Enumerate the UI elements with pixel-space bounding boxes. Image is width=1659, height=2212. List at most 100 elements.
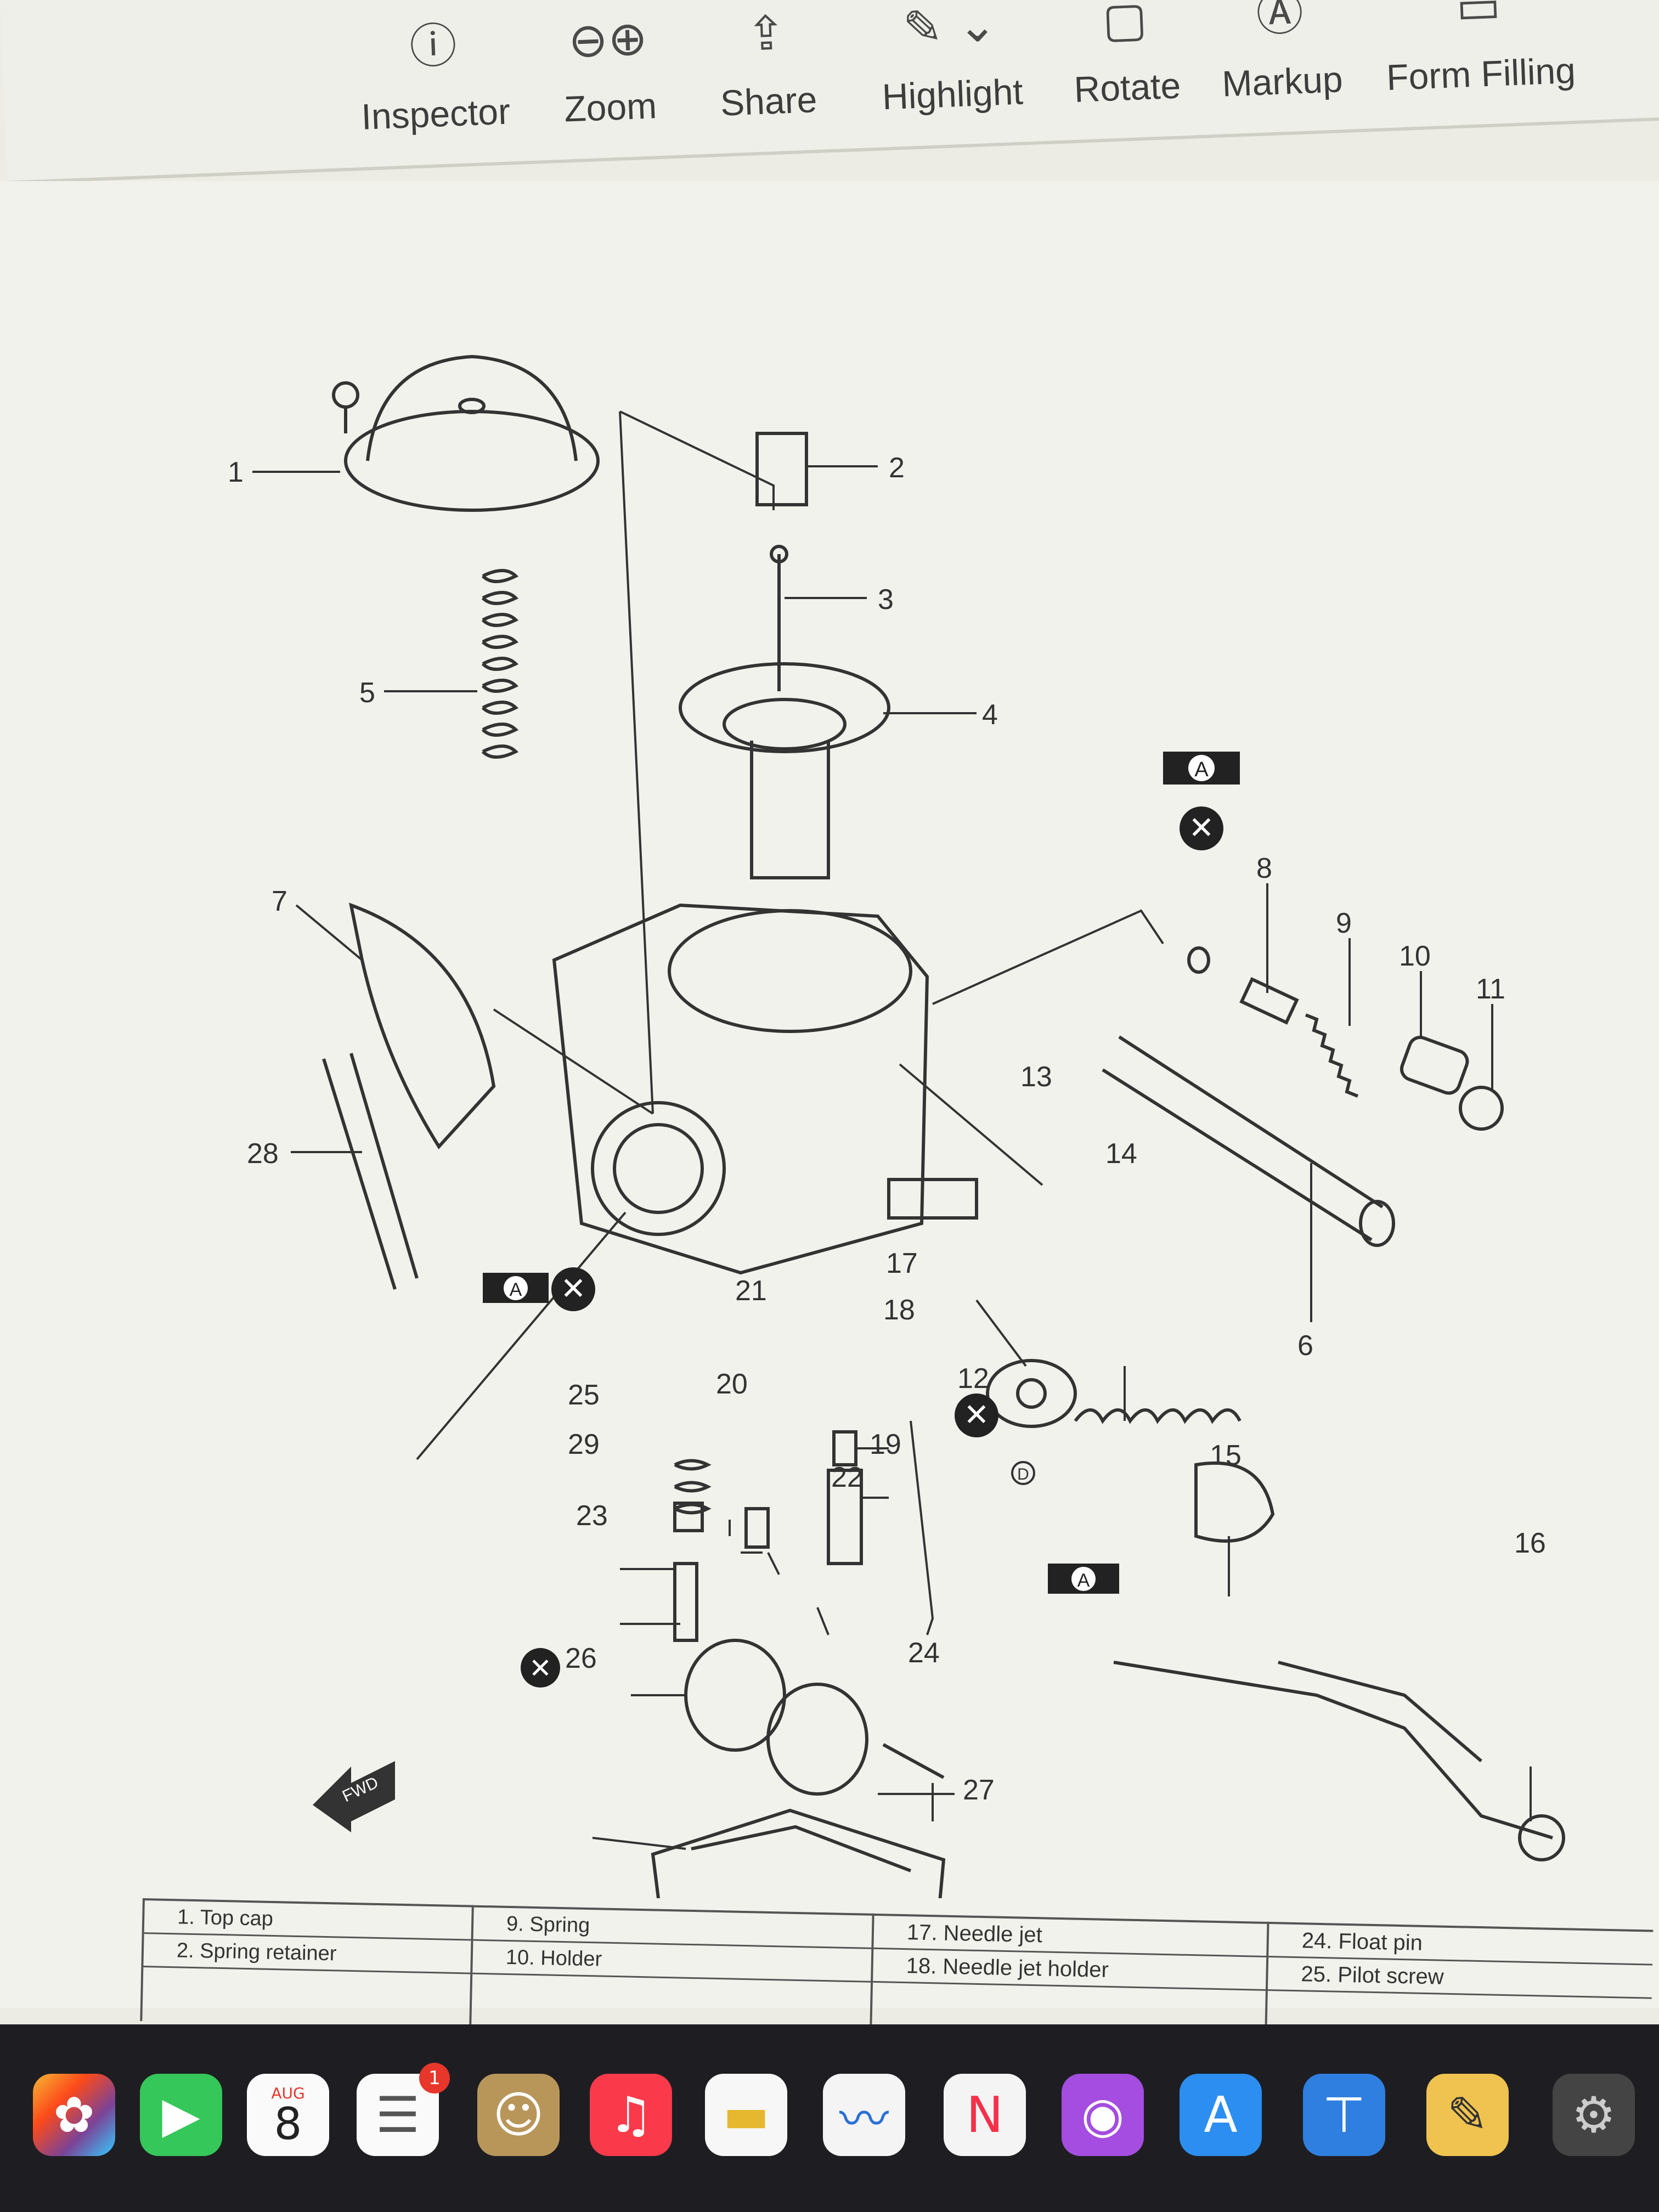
notification-badge: 1 <box>419 2063 450 2094</box>
reminders-app[interactable]: ☰ 1 <box>357 2063 450 2156</box>
rotate-icon: ▢ <box>1101 0 1148 48</box>
pen-icon: ✎ <box>1447 2086 1488 2144</box>
facetime-app[interactable]: ▶ <box>140 2074 222 2156</box>
preview-toolbar: ⓘ Inspector ⊖⊕ Zoom ⇪ Share ✎ ⌄ Highligh… <box>0 0 1659 184</box>
callout-14: 14 <box>1105 1138 1137 1170</box>
contacts-app[interactable]: ☺ <box>477 2074 560 2156</box>
pages-app[interactable]: ✎ <box>1426 2074 1509 2156</box>
svg-text:✕: ✕ <box>1189 810 1215 846</box>
highlight-button[interactable]: ✎ ⌄ Highlight <box>878 0 1024 117</box>
float <box>684 1639 945 1796</box>
callout-4: 4 <box>982 699 998 731</box>
svg-text:✕: ✕ <box>529 1652 552 1684</box>
freeform-app[interactable]: 〰 <box>823 2074 905 2156</box>
video-camera-icon: ▶ <box>162 2086 200 2144</box>
notes-icon: ▬ <box>723 2086 770 2144</box>
music-note-icon: ♫ <box>608 2086 653 2144</box>
hose <box>1102 1035 1395 1247</box>
callout-23: 23 <box>576 1500 608 1532</box>
callout-5: 5 <box>359 677 375 709</box>
share-button[interactable]: ⇪ Share <box>716 2 818 124</box>
callout-9: 9 <box>1336 907 1352 939</box>
photos-icon: ✿ <box>53 2086 95 2144</box>
calendar-month: AUG <box>271 2084 305 2102</box>
svg-text:✕: ✕ <box>964 1397 990 1433</box>
legend-column-2: 9. Spring 10. Holder <box>469 1905 874 2036</box>
replace-markers: ✕ ✕ ✕ ✕ <box>521 806 1223 1688</box>
throttle-lever <box>1113 1661 1565 1861</box>
pencil-icon: ✎ ⌄ <box>901 0 998 56</box>
badge-a-2: A <box>510 1279 522 1300</box>
gear-icon: ⚙ <box>1571 2086 1616 2144</box>
highlight-label: Highlight <box>881 71 1024 117</box>
rotate-button[interactable]: ▢ Rotate <box>1070 0 1182 110</box>
rotate-label: Rotate <box>1073 65 1182 110</box>
podcasts-app[interactable]: ◉ <box>1062 2074 1144 2156</box>
badge-a-3: A <box>1077 1570 1090 1591</box>
side-cover-and-tube <box>322 902 496 1290</box>
zoom-label: Zoom <box>563 85 658 129</box>
callout-10: 10 <box>1399 940 1431 972</box>
keynote-app[interactable]: ⊤ <box>1303 2074 1385 2156</box>
news-icon: N <box>966 2086 1003 2144</box>
markup-button[interactable]: Ⓐ Markup <box>1218 0 1344 105</box>
spring-5 <box>481 569 519 759</box>
keynote-icon: ⊤ <box>1322 2086 1366 2144</box>
markup-icon: Ⓐ <box>1255 0 1305 43</box>
top-cap <box>332 354 600 512</box>
assembly-guide-lines <box>416 410 1164 1635</box>
calendar-day: 8 <box>274 2098 302 2149</box>
callout-1: 1 <box>228 456 244 488</box>
accelerator-pump <box>986 1359 1275 1543</box>
podcast-icon: ◉ <box>1081 2086 1125 2144</box>
callout-15: 15 <box>1210 1440 1242 1471</box>
calendar-app[interactable]: AUG 8 <box>247 2074 329 2156</box>
float-bowl <box>651 1808 946 1898</box>
share-icon: ⇪ <box>745 5 787 62</box>
callout-27: 27 <box>963 1774 995 1806</box>
inspector-button[interactable]: ⓘ Inspector <box>358 14 511 138</box>
callout-11: 11 <box>1476 973 1505 1005</box>
callout-21: 21 <box>735 1275 767 1307</box>
callout-2: 2 <box>889 452 905 484</box>
settings-app[interactable]: ⚙ <box>1553 2074 1635 2156</box>
photos-app[interactable]: ✿ <box>33 2074 115 2156</box>
info-icon: ⓘ <box>408 18 458 75</box>
carburetor-body <box>552 903 978 1275</box>
zoom-button[interactable]: ⊖⊕ Zoom <box>561 8 658 129</box>
legend-column-1: 1. Top cap 2. Spring retainer <box>140 1898 474 2028</box>
callout-25: 25 <box>568 1379 600 1411</box>
callout-13: 13 <box>1020 1061 1052 1093</box>
news-app[interactable]: N <box>944 2074 1026 2156</box>
callout-17: 17 <box>886 1248 918 1279</box>
form-filling-label: Form Filling <box>1385 49 1577 98</box>
carburetor-exploded-diagram: 1 2 3 4 5 6 7 8 9 10 11 12 13 14 15 16 1… <box>228 354 1565 1898</box>
callout-24: 24 <box>908 1637 940 1669</box>
callout-leaders <box>252 465 1532 1850</box>
form-filling-button[interactable]: ▭ Form Filling <box>1383 0 1576 98</box>
jets <box>673 1430 863 1642</box>
callout-20: 20 <box>716 1368 748 1400</box>
callout-28: 28 <box>247 1138 279 1170</box>
callout-8: 8 <box>1256 853 1272 884</box>
music-app[interactable]: ♫ <box>590 2074 672 2156</box>
list-icon: ☰ <box>375 2086 420 2144</box>
markup-label: Markup <box>1221 59 1344 104</box>
legend-row: 2. Spring retainer <box>143 1934 473 1974</box>
document-page: 1 2 3 4 5 6 7 8 9 10 11 12 13 14 15 16 1… <box>0 181 1659 2125</box>
callout-16: 16 <box>1514 1527 1546 1559</box>
callout-19: 19 <box>870 1429 901 1460</box>
diaphragm <box>679 662 890 879</box>
callout-12: 12 <box>957 1363 989 1395</box>
callout-7: 7 <box>272 885 287 917</box>
needle-and-retainer <box>755 432 808 691</box>
fwd-arrow: FWD <box>313 1761 395 1832</box>
share-label: Share <box>719 78 818 123</box>
app-store-app[interactable]: A <box>1180 2074 1262 2156</box>
callout-6: 6 <box>1297 1330 1313 1362</box>
svg-text:✕: ✕ <box>561 1271 586 1307</box>
callout-26: 26 <box>565 1643 597 1674</box>
notes-app[interactable]: ▬ <box>705 2074 787 2156</box>
person-icon: ☺ <box>493 2086 544 2144</box>
app-store-icon: A <box>1204 2086 1238 2144</box>
